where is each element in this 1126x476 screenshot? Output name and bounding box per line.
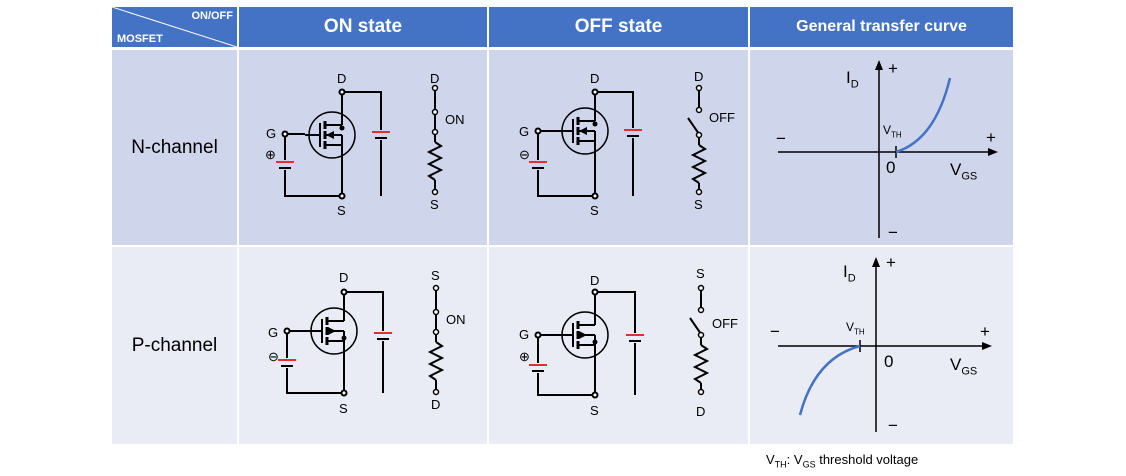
n-off-source-label: S xyxy=(590,203,599,218)
n-off-switch-state: OFF xyxy=(709,110,735,125)
circuit-n-off xyxy=(528,88,643,200)
p-on-switch-top: S xyxy=(431,268,440,283)
n-off-gate-sign: ⊖ xyxy=(519,147,530,162)
n-off-gate-label: G xyxy=(519,124,530,139)
n-curve-origin: 0 xyxy=(886,158,896,177)
n-on-switch-bottom: S xyxy=(430,197,439,212)
circuit-p-on xyxy=(277,288,393,397)
p-on-gate-label: G xyxy=(268,325,279,340)
row-label-n-channel: N-channel xyxy=(112,50,237,245)
circuit-p-off xyxy=(528,288,645,399)
p-on-gate-sign: ⊖ xyxy=(268,349,279,364)
p-curve-id-label: ID xyxy=(843,262,856,285)
n-on-switch-top: D xyxy=(430,71,440,86)
circuit-n-on xyxy=(275,88,391,200)
n-on-source-label: S xyxy=(337,203,346,218)
header-off-state: OFF state xyxy=(489,7,748,47)
corner-onoff-label: ON/OFF xyxy=(191,10,233,22)
n-curve-vth-label: VTH xyxy=(883,123,902,140)
footnote: VTH: VGS threshold voltage xyxy=(766,452,919,470)
switch-n-on xyxy=(428,84,442,196)
n-curve-minus-y: − xyxy=(888,223,898,242)
n-on-switch-state: ON xyxy=(445,112,465,127)
p-off-switch-bottom: D xyxy=(696,404,706,419)
p-curve-minus-x: − xyxy=(770,322,780,341)
transfer-curve-n xyxy=(778,60,998,238)
header-corner: ON/OFF MOSFET xyxy=(112,7,237,47)
cell-p-off xyxy=(489,247,748,444)
p-curve-vth-label: VTH xyxy=(846,320,865,337)
transfer-curve-p xyxy=(778,257,992,432)
p-off-gate-sign: ⊕ xyxy=(519,349,530,364)
n-curve-plus-x: + xyxy=(986,128,996,147)
p-curve-minus-y: − xyxy=(888,416,898,435)
p-curve-origin: 0 xyxy=(884,352,894,371)
n-on-gate-label: G xyxy=(266,126,277,141)
switch-n-off xyxy=(687,84,706,196)
p-off-source-label: S xyxy=(590,403,599,418)
n-off-switch-top: D xyxy=(694,69,704,84)
p-off-drain-label: D xyxy=(590,273,600,288)
cell-n-on xyxy=(239,50,487,245)
cell-p-on xyxy=(239,247,487,444)
p-curve-plus-y: + xyxy=(886,253,896,272)
switch-p-off xyxy=(689,284,708,396)
p-on-drain-label: D xyxy=(339,270,349,285)
row-label-p-channel: P-channel xyxy=(112,247,237,444)
switch-p-on xyxy=(429,284,443,396)
n-off-switch-bottom: S xyxy=(694,197,703,212)
p-off-switch-state: OFF xyxy=(712,316,738,331)
p-on-source-label: S xyxy=(339,401,348,416)
p-curve-plus-x: + xyxy=(980,322,990,341)
cell-n-off xyxy=(489,50,748,245)
corner-diagonal xyxy=(112,7,237,47)
header-on-state: ON state xyxy=(239,7,487,47)
p-on-switch-state: ON xyxy=(446,312,466,327)
n-curve-minus-x: − xyxy=(776,129,786,148)
n-curve-plus-y: + xyxy=(888,59,898,78)
p-off-gate-label: G xyxy=(519,327,530,342)
n-on-drain-label: D xyxy=(337,71,347,86)
corner-mosfet-label: MOSFET xyxy=(117,33,163,45)
p-curve-vgs-label: VGS xyxy=(950,355,978,378)
n-curve-vgs-label: VGS xyxy=(950,160,978,183)
n-curve-id-label: ID xyxy=(846,68,859,91)
cell-n-curve xyxy=(750,50,1013,245)
n-on-gate-sign: ⊕ xyxy=(265,147,276,162)
p-on-switch-bottom: D xyxy=(431,397,441,412)
n-off-drain-label: D xyxy=(590,71,600,86)
p-off-switch-top: S xyxy=(696,266,705,281)
header-transfer-curve: General transfer curve xyxy=(750,7,1013,47)
